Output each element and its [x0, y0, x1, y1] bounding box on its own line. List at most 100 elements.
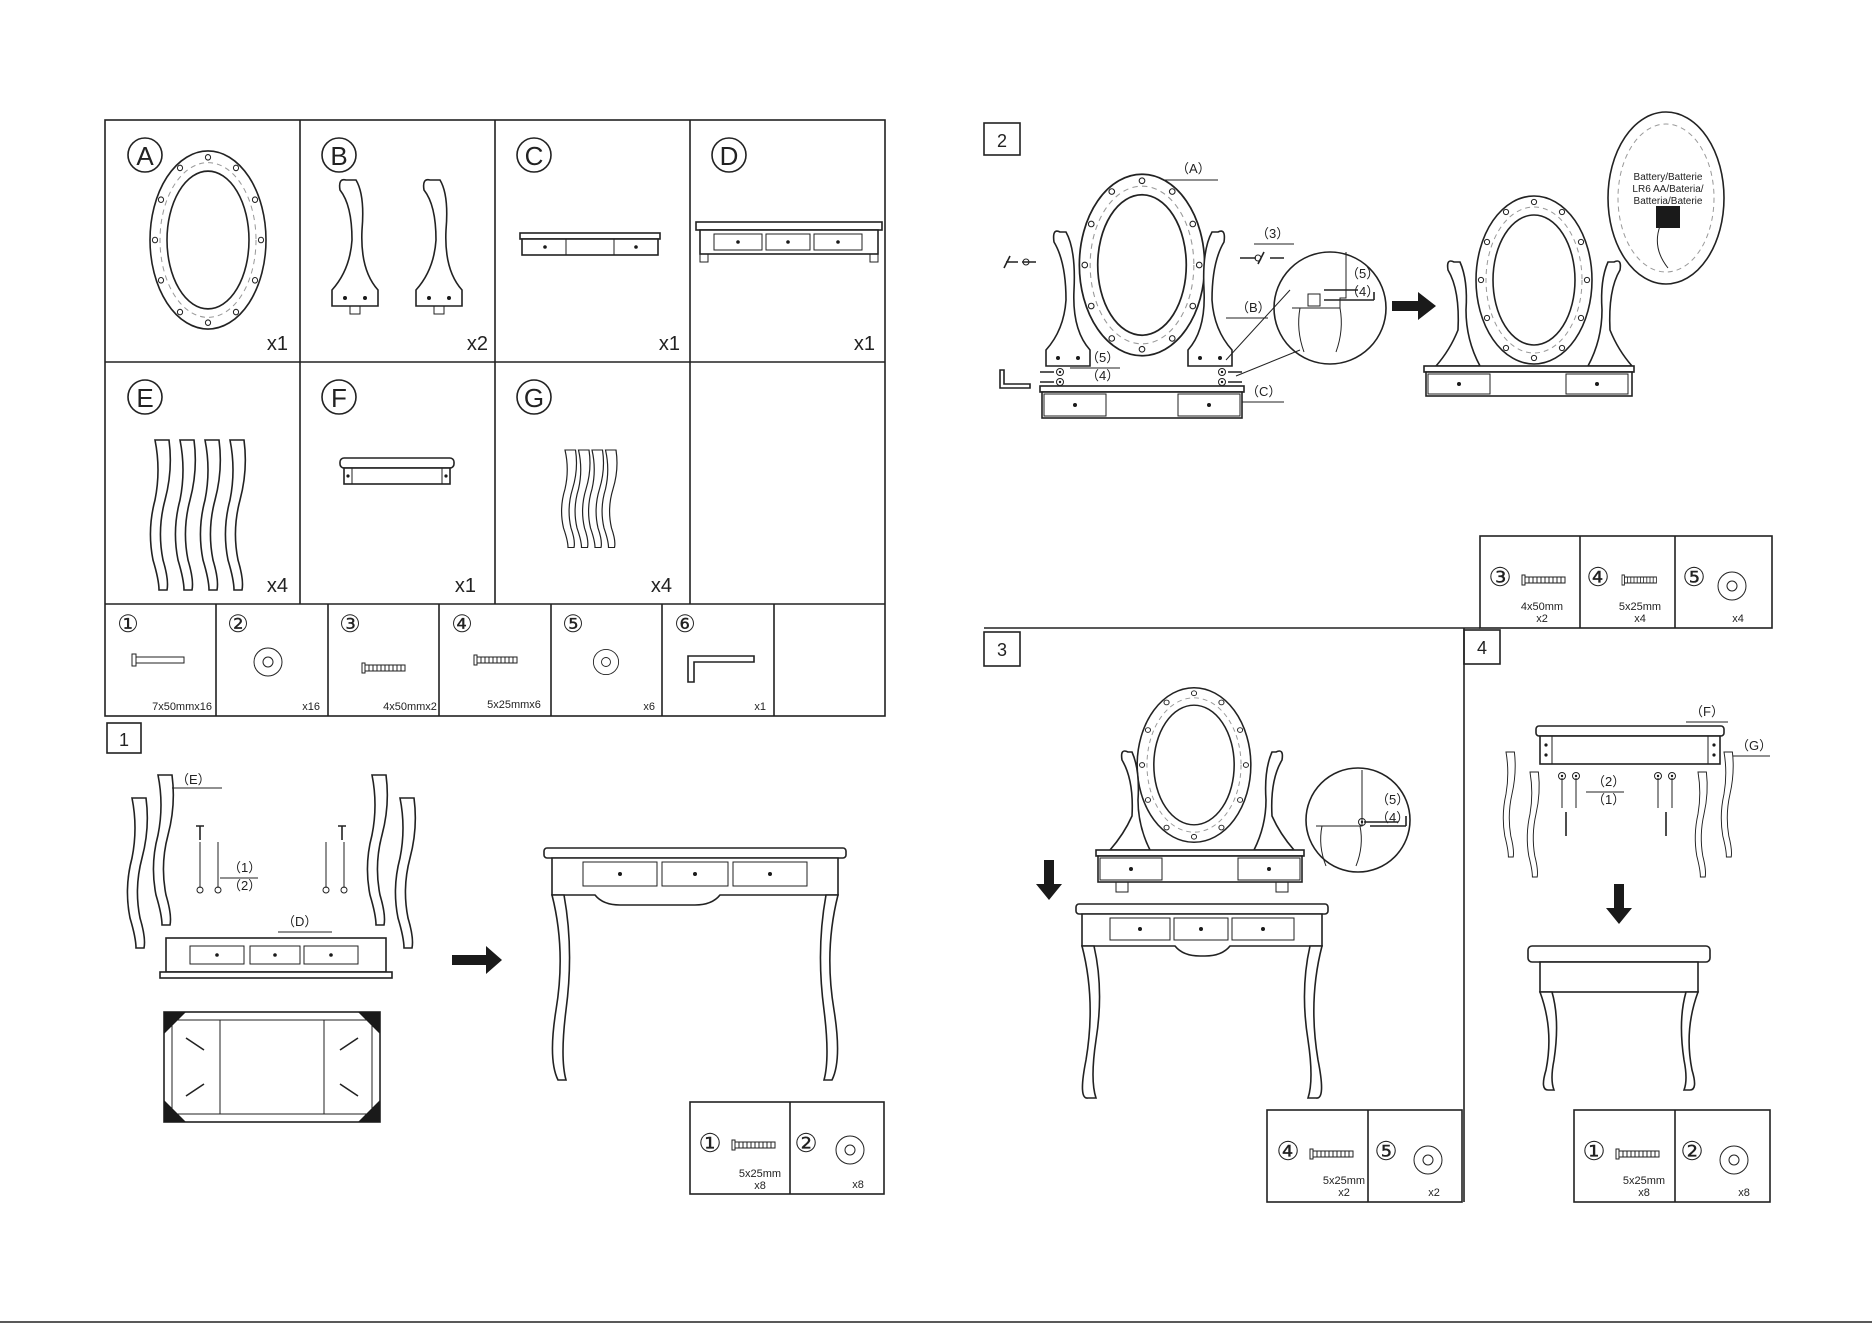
s1-label-2: （2） — [228, 878, 261, 893]
s1-label-e: （E） — [176, 772, 211, 787]
s2-box-4-num: ④ — [1586, 562, 1609, 592]
arrow-right-icon — [1392, 292, 1436, 320]
s2-label-b: （B） — [1236, 300, 1271, 315]
screw-4x50-icon — [362, 663, 405, 673]
s3-box-5-count: x2 — [1428, 1187, 1440, 1199]
s4-hardware-box: ① 5x25mm x8 ② x8 — [1574, 1110, 1770, 1202]
s2-battery-back-view: Battery/Batterie LR6 AA/Bateria/ Batteri… — [1608, 112, 1724, 284]
s2-label-4: （4） — [1086, 368, 1119, 383]
hardware-row: ① ② ③ ④ ⑤ ⑥ 7x50mmx16 x16 4x50mmx2 5x25m… — [117, 611, 766, 713]
s3-box-5-num: ⑤ — [1374, 1136, 1397, 1166]
part-g-label: G — [517, 380, 551, 414]
s2-box-3-spec: 4x50mm — [1521, 601, 1563, 613]
s2-box-3-num: ③ — [1488, 562, 1511, 592]
s1-hardware-box: ① 5x25mm x8 ② x8 — [690, 1102, 884, 1194]
svg-text:C: C — [525, 141, 544, 171]
s1-box-1-spec: 5x25mm — [739, 1168, 781, 1180]
hw-6-spec: x1 — [754, 701, 766, 713]
allen-key-icon — [688, 656, 754, 682]
svg-text:G: G — [524, 383, 544, 413]
svg-text:D: D — [720, 141, 739, 171]
s1-label-1: （1） — [228, 860, 261, 875]
part-a-qty: x1 — [267, 333, 288, 355]
s2-battery-line-2: LR6 AA/Bateria/ — [1632, 184, 1703, 195]
s2-hardware-box: ③ 4x50mm x2 ④ 5x25mm x4 ⑤ x4 — [1480, 536, 1772, 628]
step-1-number: 1 — [119, 730, 129, 750]
s4-box-2-num: ② — [1680, 1136, 1703, 1166]
step-2: 2 （A） （B） （3） （5） （4） （C） — [984, 112, 1772, 628]
hw-1-num: ① — [117, 611, 139, 638]
battery-holder-icon — [1656, 206, 1680, 228]
s4-label-g: （G） — [1736, 738, 1772, 753]
s2-box-4-count: x4 — [1634, 613, 1646, 625]
s2-label-5: （5） — [1086, 350, 1119, 365]
s2-battery-line-1: Battery/Batterie — [1634, 172, 1703, 183]
s4-box-1-num: ① — [1582, 1136, 1605, 1166]
s3-zoom-label-5: （5） — [1376, 792, 1409, 807]
part-e-label: E — [128, 380, 162, 414]
washer-small-icon — [593, 649, 618, 674]
s3-hardware-box: ④ 5x25mm x2 ⑤ x2 — [1267, 1110, 1462, 1202]
part-d-table-top — [696, 222, 882, 262]
step-1: 1 （E） （1） （2） （D） — [107, 723, 884, 1194]
s4-box-1-spec: 5x25mm — [1623, 1175, 1665, 1187]
part-b-uprights — [332, 180, 462, 314]
hw-5-num: ⑤ — [562, 611, 584, 638]
part-c-qty: x1 — [659, 333, 680, 355]
screw-5x25-icon — [474, 655, 517, 665]
hw-2-num: ② — [227, 611, 249, 638]
step-3: 3 （5） （4） ④ 5x2 — [984, 632, 1462, 1202]
s1-box-2-count: x8 — [852, 1179, 864, 1191]
s4-box-2-count: x8 — [1738, 1187, 1750, 1199]
s4-label-1: （1） — [1592, 792, 1625, 807]
s2-box-3-count: x2 — [1536, 613, 1548, 625]
svg-text:A: A — [136, 141, 154, 171]
s2-battery-line-3: Batteria/Baterie — [1634, 196, 1703, 207]
part-d-label: D — [712, 138, 746, 172]
part-f-label: F — [322, 380, 356, 414]
part-e-qty: x4 — [267, 575, 288, 597]
s1-box-1-num: ① — [698, 1128, 721, 1158]
s3-box-4-count: x2 — [1338, 1187, 1350, 1199]
washer-large-icon — [254, 648, 282, 676]
hw-5-spec: x6 — [643, 701, 655, 713]
part-g-qty: x4 — [651, 575, 672, 597]
svg-text:E: E — [136, 383, 153, 413]
s3-detail-zoom: （5） （4） — [1306, 768, 1410, 872]
step-4-number: 4 — [1477, 638, 1487, 658]
part-b-qty: x2 — [467, 333, 488, 355]
s2-label-c: （C） — [1246, 384, 1281, 399]
s4-label-f: （F） — [1690, 704, 1724, 719]
s3-box-4-num: ④ — [1276, 1136, 1299, 1166]
s2-zoom-label-5: （5） — [1346, 266, 1379, 281]
bolt-7x50-icon — [132, 654, 184, 666]
step-3-number: 3 — [997, 640, 1007, 660]
svg-text:B: B — [330, 141, 347, 171]
hw-6-num: ⑥ — [674, 611, 696, 638]
part-a-label: A — [128, 138, 162, 172]
s1-label-d: （D） — [282, 914, 317, 929]
s2-box-4-spec: 5x25mm — [1619, 601, 1661, 613]
s2-mirror — [1079, 174, 1204, 355]
hw-1-spec: 7x50mmx16 — [152, 701, 212, 713]
s1-box-1-count: x8 — [754, 1180, 766, 1192]
hw-4-spec: 5x25mmx6 — [487, 699, 541, 711]
part-b-label: B — [322, 138, 356, 172]
s1-assembled-table — [544, 848, 846, 1080]
hw-3-num: ③ — [339, 611, 361, 638]
s2-label-3: （3） — [1256, 226, 1289, 241]
part-f-stool-top — [340, 458, 454, 484]
s2-box-5-num: ⑤ — [1682, 562, 1705, 592]
hw-3-spec: 4x50mmx2 — [383, 701, 437, 713]
arrow-down-icon — [1606, 884, 1632, 924]
s2-assembled-mirror — [1424, 196, 1634, 396]
arrow-right-icon — [452, 946, 502, 974]
s2-box-5-count: x4 — [1732, 613, 1744, 625]
arrow-down-icon — [1036, 860, 1062, 900]
hw-4-num: ④ — [451, 611, 473, 638]
step-4: 4 （F） （G） （2） （1） ① 5x25mm x8 — [1464, 630, 1772, 1202]
svg-text:F: F — [331, 383, 347, 413]
part-e-legs — [150, 440, 245, 590]
step-2-number: 2 — [997, 131, 1007, 151]
